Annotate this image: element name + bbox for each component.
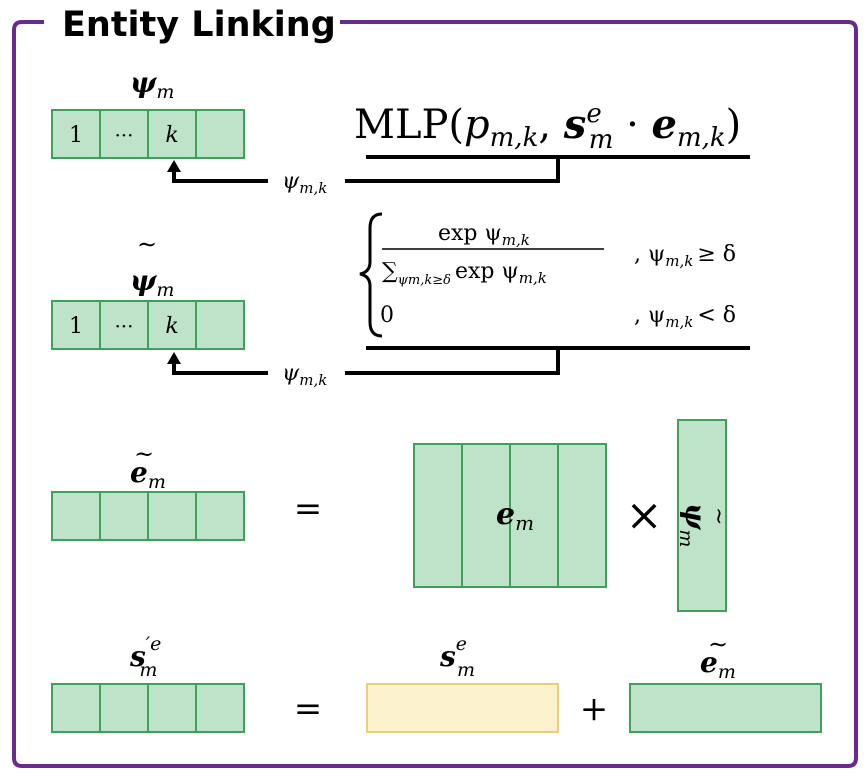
row3-times: × bbox=[626, 490, 663, 541]
row3-matrix-col-2 bbox=[509, 443, 559, 588]
row2-vector-tilde: ∼ bbox=[137, 230, 157, 258]
row1-cell-2 bbox=[147, 109, 197, 159]
row3-lhs-vector bbox=[51, 491, 245, 541]
row3-lhs-cell-2 bbox=[147, 491, 197, 541]
row2-arrow-left bbox=[172, 360, 268, 375]
row4-lhs-cell-1 bbox=[99, 683, 149, 733]
row4-rhs-label: em bbox=[700, 646, 736, 683]
row1-vector: 1 ··· k bbox=[51, 109, 245, 159]
row2-cell-3 bbox=[195, 300, 245, 350]
row2-case1-numerator: exp ψm,k bbox=[438, 221, 530, 249]
row2-vector-label: ψm bbox=[130, 264, 174, 301]
row2-arrow-head bbox=[167, 352, 181, 364]
row2-cell-text-2: k bbox=[165, 314, 178, 339]
row3-column-psi: ψm bbox=[675, 503, 712, 547]
row3-matrix-col-0 bbox=[413, 443, 463, 588]
row3-lhs-cell-3 bbox=[195, 491, 245, 541]
row4-plus: + bbox=[580, 689, 609, 729]
row2-case1-condition: , ψm,k≥ δ bbox=[634, 242, 736, 270]
row2-cell-0 bbox=[51, 300, 101, 350]
row3-matrix bbox=[413, 443, 607, 588]
row3-lhs-cell-0 bbox=[51, 491, 101, 541]
row2-case2-condition: , ψm,k< δ bbox=[634, 303, 736, 331]
row3-column-label: ∼ ψm bbox=[675, 503, 731, 547]
frame-border bbox=[12, 20, 858, 768]
row1-cell-text-2: k bbox=[165, 123, 178, 148]
row4-lhs-cell-0 bbox=[51, 683, 101, 733]
row4-lhs-vector bbox=[51, 683, 245, 733]
row3-matrix-col-3 bbox=[557, 443, 607, 588]
row1-arrow-right bbox=[345, 157, 560, 183]
row1-psi-sub: m bbox=[156, 81, 174, 103]
row1-cell-3 bbox=[195, 109, 245, 159]
row1-cell-text-0: 1 bbox=[69, 123, 83, 148]
row4-rhs-vector bbox=[629, 683, 822, 733]
row2-arrow-right bbox=[345, 348, 560, 375]
row4-lhs-cell-3 bbox=[195, 683, 245, 733]
row3-column-vector bbox=[677, 419, 727, 612]
row1-arrow-label: ψm,k bbox=[282, 169, 327, 197]
row4-lhs-cell-2 bbox=[147, 683, 197, 733]
row2-cell-text-1: ··· bbox=[114, 314, 133, 338]
row1-psi: ψ bbox=[130, 66, 158, 99]
row2-arrow-label: ψm,k bbox=[282, 361, 327, 389]
row2-cases-brace bbox=[359, 212, 383, 338]
row4-rhs-tilde: ∼ bbox=[708, 630, 728, 658]
row1-vector-label: ψm bbox=[130, 66, 174, 103]
row1-arrow-left bbox=[172, 168, 268, 183]
row2-case2-value: 0 bbox=[380, 303, 394, 328]
row2-vector: 1 ··· k bbox=[51, 300, 245, 350]
row3-column-tilde: ∼ bbox=[706, 507, 731, 525]
diagram-title: Entity Linking bbox=[62, 5, 336, 45]
row4-yellow-vector bbox=[366, 683, 559, 733]
row3-matrix-label: em bbox=[496, 497, 534, 535]
row2-cell-2 bbox=[147, 300, 197, 350]
row1-cell-1 bbox=[99, 109, 149, 159]
row3-lhs-tilde: ~ bbox=[134, 440, 154, 468]
row3-lhs-label: em bbox=[130, 456, 166, 493]
row1-cell-text-1: ··· bbox=[114, 123, 133, 147]
row3-equals: = bbox=[294, 489, 323, 529]
row2-cell-text-0: 1 bbox=[69, 314, 83, 339]
row4-equals: = bbox=[294, 689, 323, 729]
row1-arrow-head bbox=[167, 160, 181, 172]
row3-lhs-cell-1 bbox=[99, 491, 149, 541]
